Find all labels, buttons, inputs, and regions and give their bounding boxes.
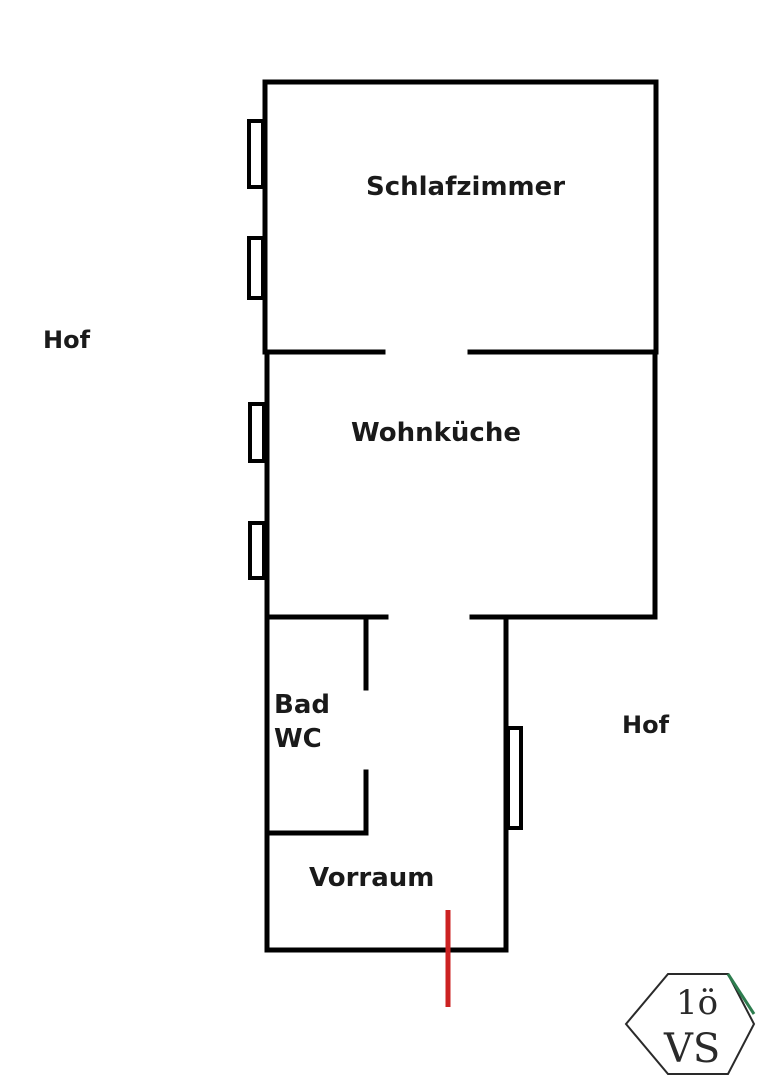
svg-text:VS: VS xyxy=(663,1026,720,1072)
room-label-vorraum: Vorraum xyxy=(309,863,435,893)
logo-emblem: 1ö VS xyxy=(624,973,756,1075)
svg-text:1ö: 1ö xyxy=(676,983,718,1023)
room-label-wc: WC xyxy=(274,724,322,754)
window-schlafzimmer-1 xyxy=(247,119,265,189)
wall-schlafzimmer-outline xyxy=(262,79,659,355)
room-label-schlafzimmer: Schlafzimmer xyxy=(366,172,566,202)
room-label-bad: Bad xyxy=(274,690,330,720)
outside-label-hof-west: Hof xyxy=(43,326,91,354)
window-wohnkueche-2 xyxy=(248,521,266,580)
room-label-bad-wc: Bad WC xyxy=(274,688,330,756)
window-wohnkueche-1 xyxy=(248,402,266,463)
room-label-wohnkueche: Wohnküche xyxy=(351,418,521,448)
outside-label-hof-east: Hof xyxy=(622,711,670,739)
window-schlafzimmer-2 xyxy=(247,236,265,300)
window-vorraum xyxy=(506,726,523,830)
